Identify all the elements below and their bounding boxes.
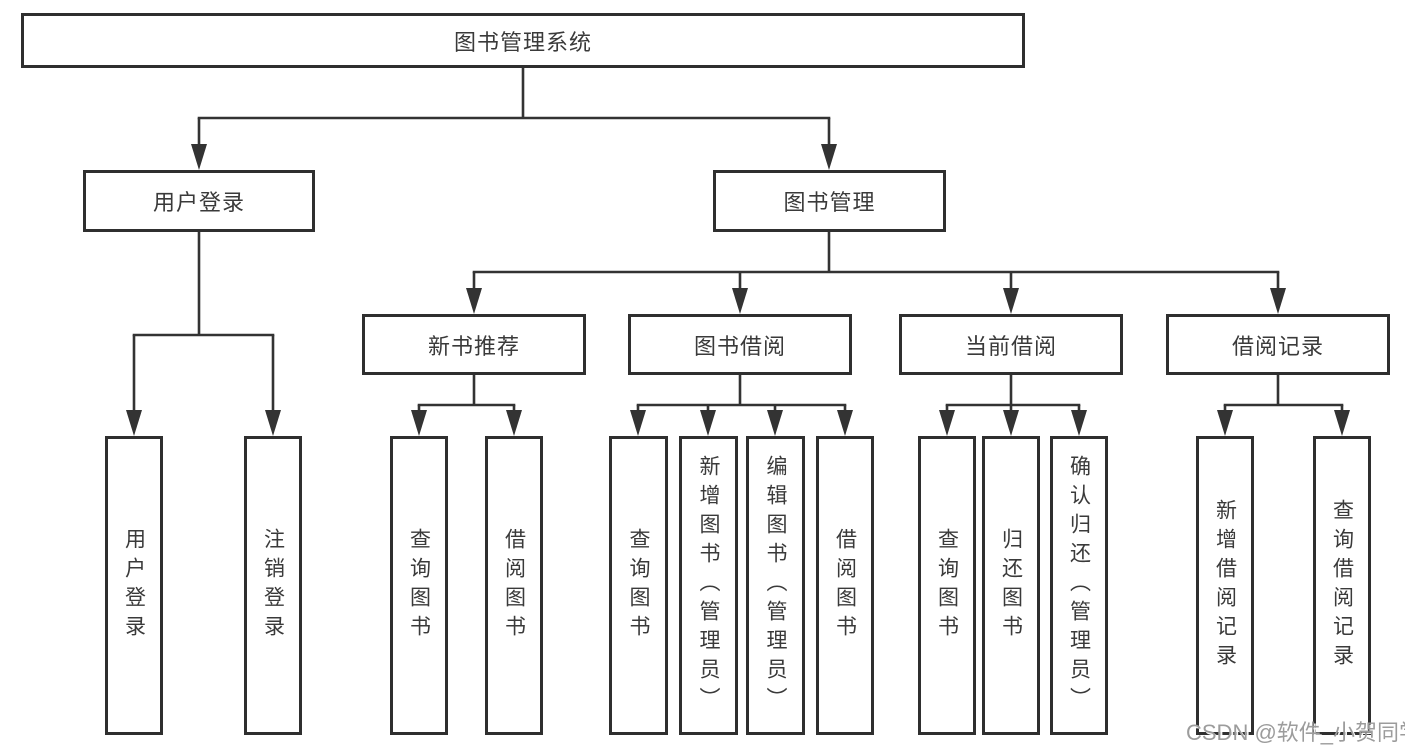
- node-book-management: 图书管理: [713, 170, 946, 232]
- arrowhead-icon: [265, 410, 281, 436]
- arrowhead-icon: [732, 288, 748, 314]
- leaf-label: 借阅图书: [502, 527, 526, 644]
- leaf-user-login: 用户登录: [105, 436, 163, 735]
- leaf-logout: 注销登录: [244, 436, 302, 735]
- arrowhead-icon: [411, 410, 427, 436]
- leaf-label: 借阅图书: [833, 527, 857, 644]
- leaf-label: 查询图书: [935, 527, 959, 644]
- node-current-borrowing: 当前借阅: [899, 314, 1123, 375]
- leaf-label: 查询图书: [407, 527, 431, 644]
- csdn-watermark: CSDN @软件_小贺同学: [1186, 720, 1405, 745]
- arrowhead-icon: [1334, 410, 1350, 436]
- node-user-login: 用户登录: [83, 170, 315, 232]
- arrowhead-icon: [466, 288, 482, 314]
- node-borrowing-records: 借阅记录: [1166, 314, 1390, 375]
- leaf-label: 新增图书（管理员）: [697, 455, 720, 716]
- leaf-label: 注销登录: [261, 527, 285, 644]
- leaf-query-borrow-record: 查询借阅记录: [1313, 436, 1371, 735]
- leaf-query-books-borrow: 查询图书: [609, 436, 668, 735]
- leaf-borrow-books-recommend: 借阅图书: [485, 436, 543, 735]
- leaf-label: 归还图书: [999, 527, 1023, 644]
- arrowhead-icon: [821, 144, 837, 170]
- arrowhead-icon: [191, 144, 207, 170]
- arrowhead-icon: [767, 410, 783, 436]
- arrowhead-icon: [1003, 410, 1019, 436]
- leaf-label: 查询借阅记录: [1330, 498, 1354, 673]
- leaf-add-borrow-record: 新增借阅记录: [1196, 436, 1254, 735]
- arrowhead-icon: [837, 410, 853, 436]
- arrowhead-icon: [1270, 288, 1286, 314]
- leaf-return-books: 归还图书: [982, 436, 1040, 735]
- leaf-query-books-recommend: 查询图书: [390, 436, 448, 735]
- leaf-borrow-books: 借阅图书: [816, 436, 874, 735]
- node-library-management-system: 图书管理系统: [21, 13, 1025, 68]
- leaf-label: 编辑图书（管理员）: [764, 455, 787, 716]
- leaf-edit-books-admin: 编辑图书（管理员）: [746, 436, 805, 735]
- leaf-label: 用户登录: [122, 527, 146, 644]
- arrowhead-icon: [700, 410, 716, 436]
- arrowhead-icon: [1071, 410, 1087, 436]
- node-book-borrowing: 图书借阅: [628, 314, 852, 375]
- leaf-confirm-return-admin: 确认归还（管理员）: [1050, 436, 1108, 735]
- arrowhead-icon: [1003, 288, 1019, 314]
- leaf-add-books-admin: 新增图书（管理员）: [679, 436, 738, 735]
- leaf-query-books-current: 查询图书: [918, 436, 976, 735]
- arrowhead-icon: [939, 410, 955, 436]
- leaf-label: 查询图书: [627, 527, 650, 644]
- arrowhead-icon: [506, 410, 522, 436]
- arrowhead-icon: [126, 410, 142, 436]
- leaf-label: 新增借阅记录: [1213, 498, 1237, 673]
- arrowhead-icon: [1217, 410, 1233, 436]
- leaf-label: 确认归还（管理员）: [1067, 455, 1091, 716]
- node-new-book-recommend: 新书推荐: [362, 314, 586, 375]
- arrowhead-icon: [630, 410, 646, 436]
